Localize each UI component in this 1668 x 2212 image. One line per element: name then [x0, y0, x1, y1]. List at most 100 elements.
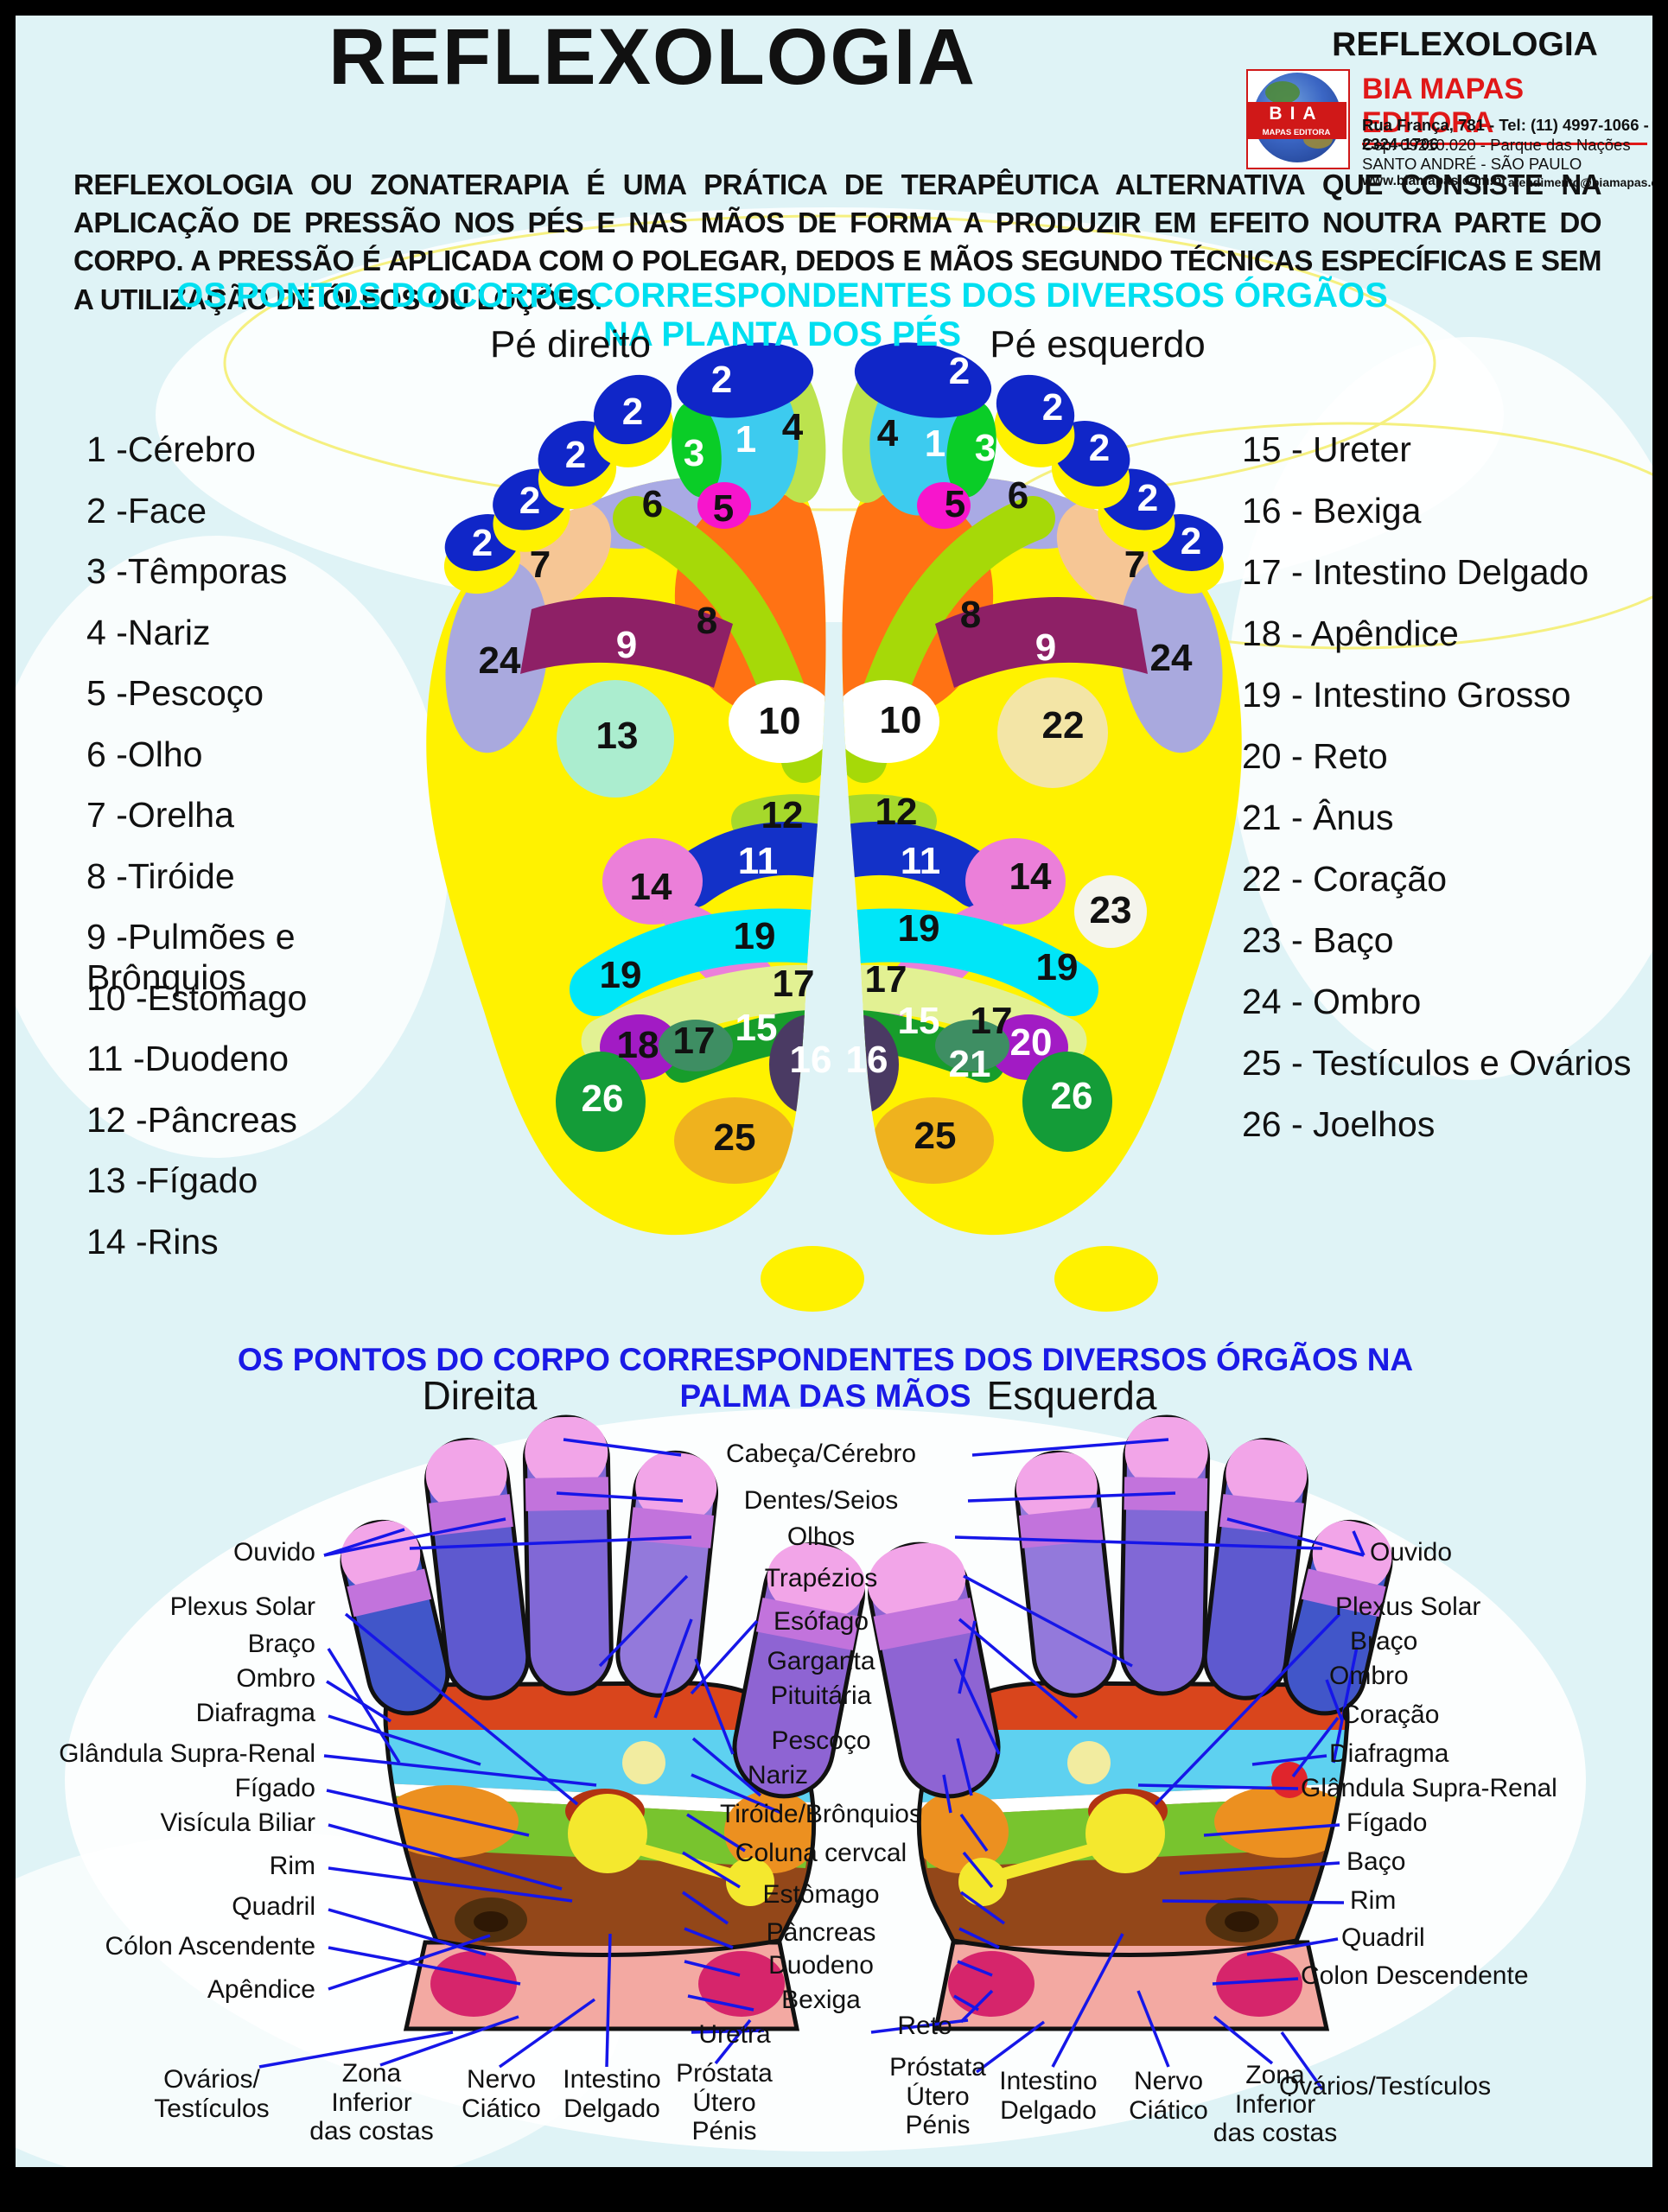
- hand-label: Nervo Ciático: [462, 2065, 541, 2123]
- callout-line: [653, 1618, 693, 1719]
- foot-legend-item: 6 -Olho: [86, 734, 203, 774]
- callout-line: [691, 2029, 765, 2034]
- hand-label: Plexus Solar: [169, 1592, 315, 1621]
- callout-line: [323, 1517, 506, 1557]
- hand-label: Coração: [1341, 1700, 1440, 1729]
- hand-label: Glândula Supra-Renal: [59, 1739, 315, 1768]
- foot-zone-number: 26: [1051, 1075, 1093, 1117]
- foot-legend-item: 14 -Rins: [86, 1221, 219, 1262]
- foot-zone-number: 7: [530, 543, 551, 586]
- foot-zone-number: 19: [1036, 946, 1079, 988]
- callout-line: [694, 1658, 735, 1755]
- foot-legend-item: 1 -Cérebro: [86, 429, 256, 469]
- foot-zone-number: 16: [846, 1039, 888, 1081]
- callout-line: [975, 2020, 1046, 2074]
- foot-zone-number: 14: [630, 866, 672, 908]
- foot-zone-number: 17: [865, 958, 907, 1001]
- callout-line: [959, 1891, 1006, 1925]
- callout-line: [598, 1574, 689, 1668]
- feet-section-title: OS PONTOS DO CORPO CORRESPONDENTES DOS D…: [176, 276, 1388, 353]
- hand-label: Diafragma: [195, 1699, 315, 1727]
- foot-zone-number: 5: [713, 487, 734, 530]
- foot-legend-item: 7 -Orelha: [86, 795, 234, 835]
- right-hand-label: Direita: [422, 1373, 538, 1418]
- foot-zone-number: 16: [790, 1039, 832, 1081]
- callout-line: [1291, 1716, 1340, 1778]
- foot-zone-number: 14: [1009, 855, 1052, 898]
- foot-legend-item: 4 -Nariz: [86, 612, 211, 652]
- hand-label: Uretra: [698, 2020, 771, 2049]
- callout-line: [958, 1927, 1000, 1949]
- callout-line: [1051, 1933, 1124, 2068]
- callout-line: [1251, 1754, 1327, 1766]
- callout-line: [1325, 1679, 1344, 1722]
- foot-zone-number: 6: [1008, 474, 1028, 517]
- callout-line: [684, 1960, 741, 1977]
- foot-zone-number: 9: [1035, 626, 1056, 669]
- hand-label: Baço: [1346, 1847, 1406, 1876]
- foot-zone-number: 10: [880, 699, 922, 741]
- foot-zone-number: 19: [898, 907, 940, 950]
- foot-legend-item: 16 - Bexiga: [1242, 491, 1422, 531]
- foot-zone-number: 11: [738, 840, 779, 882]
- hand-label: Fígado: [1346, 1808, 1428, 1837]
- callout-line: [963, 1574, 1133, 1668]
- foot-zone-number: 2: [1181, 520, 1201, 563]
- frame-bottom: [0, 2167, 1668, 2212]
- hand-label: Bexiga: [781, 1986, 861, 2014]
- foot-zone-number: 8: [960, 594, 981, 636]
- publisher-name: BIA MAPAS EDITORA: [1362, 73, 1647, 145]
- callout-line: [967, 1491, 1176, 1503]
- hand-label: Zona Inferior das costas: [309, 2059, 434, 2146]
- hand-label: Apêndice: [207, 1975, 315, 2004]
- callout-line: [686, 1813, 746, 1853]
- foot-zone-number: 10: [759, 700, 801, 742]
- callout-line: [956, 1738, 973, 1796]
- foot-legend-item: 11 -Duodeno: [86, 1039, 290, 1078]
- callout-line: [323, 1754, 597, 1787]
- hand-label: Ovários/ Testículos: [154, 2065, 270, 2123]
- bia-mapas-logo: BIA MAPAS EDITORA: [1246, 69, 1350, 169]
- foot-zone-number: 17: [773, 963, 815, 1005]
- hand-label: Próstata Útero Pénis: [889, 2053, 986, 2140]
- hands-section-title: OS PONTOS DO CORPO CORRESPONDENTES DOS D…: [237, 1342, 1414, 1414]
- callout-line: [714, 2018, 752, 2065]
- callout-line: [1332, 1646, 1359, 1764]
- foot-legend-item: 22 - Coração: [1242, 859, 1448, 899]
- foot-legend-item: 9 -Pulmões e Brônquios: [86, 917, 296, 997]
- foot-zone-number: 12: [761, 794, 804, 836]
- hand-label: Pescoço: [771, 1726, 871, 1755]
- foot-legend-item: 13 -Fígado: [86, 1160, 258, 1200]
- foot-zone-number: 2: [519, 480, 540, 522]
- foot-zone-number: 19: [600, 954, 642, 996]
- foot-legend-item: 26 - Joelhos: [1242, 1104, 1436, 1144]
- foot-zone-number: 17: [673, 1020, 716, 1062]
- frame-right: [1652, 0, 1668, 2212]
- foot-legend-item: 25 - Testículos e Ovários: [1242, 1043, 1632, 1083]
- callout-line: [959, 1813, 989, 1853]
- hand-label: Quadril: [1341, 1923, 1425, 1952]
- publisher-header-title: REFLEXOLOGIA: [1332, 26, 1598, 63]
- callout-line: [1154, 1612, 1341, 1806]
- callout-line: [328, 1946, 521, 1986]
- foot-zone-number: 2: [949, 350, 970, 392]
- hand-label: Pâncreas: [766, 1918, 876, 1947]
- callout-line: [1213, 2015, 1274, 2065]
- callout-line: [379, 2015, 519, 2067]
- foot-zone-number: 13: [596, 715, 639, 757]
- callout-line: [957, 1960, 993, 1977]
- foot-zone-number: 4: [877, 412, 899, 454]
- hand-label: Quadril: [232, 1892, 315, 1921]
- callout-line: [409, 1535, 692, 1550]
- callout-line: [328, 1823, 563, 1891]
- callout-line: [682, 1851, 741, 1889]
- callout-line: [326, 1680, 392, 1723]
- publisher-email: atendimento@biamapas.com.br: [1508, 175, 1668, 189]
- foot-zone-number: 18: [617, 1024, 659, 1066]
- callout-line: [323, 1528, 405, 1557]
- callout-line: [344, 1612, 579, 1806]
- hand-label: Intestino Delgado: [563, 2065, 661, 2123]
- hand-label: Tiróide/Brônquios: [719, 1800, 922, 1828]
